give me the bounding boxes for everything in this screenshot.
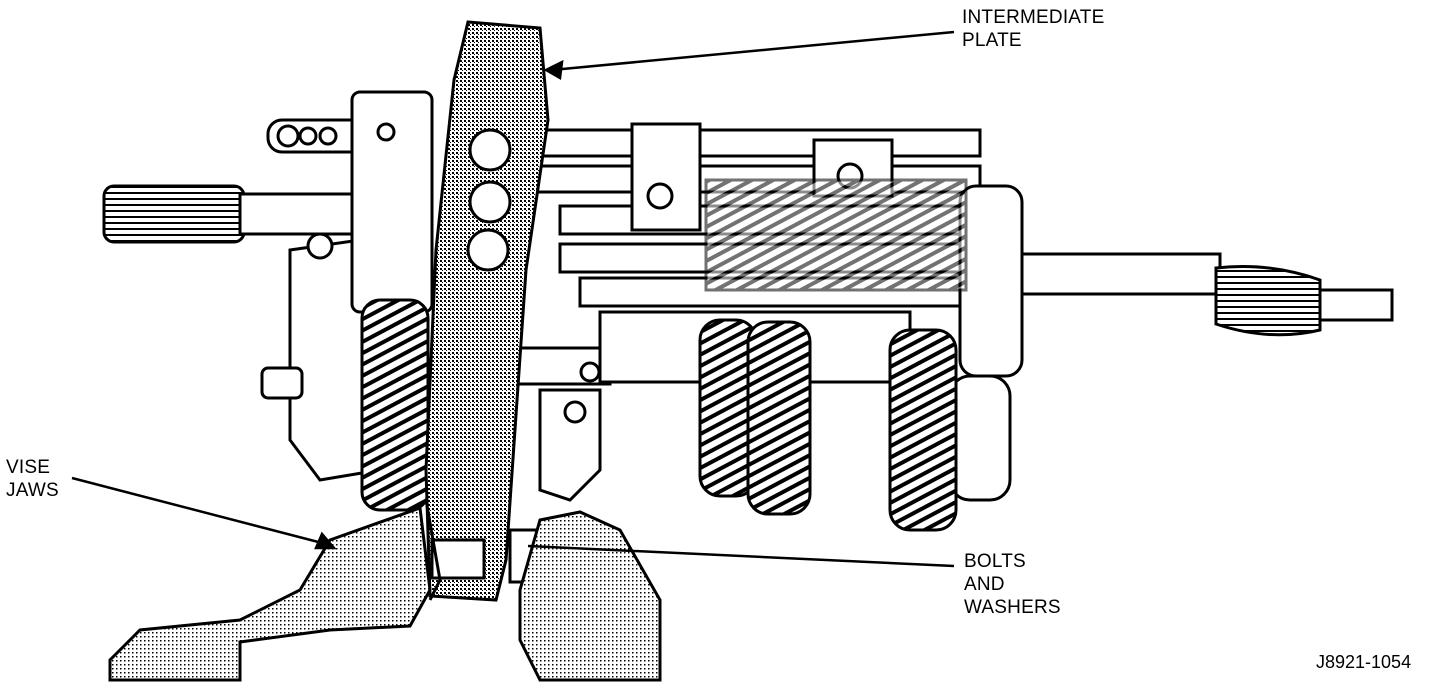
intermediate-plate-label: INTERMEDIATE PLATE — [962, 6, 1104, 52]
vise-label-line-1: VISE — [6, 457, 51, 478]
bolts-and-washers-label: BOLTS AND WASHERS — [964, 550, 1061, 619]
input-shaft — [102, 184, 372, 244]
intermediate-plate — [424, 20, 550, 602]
bolts-label-line-3: WASHERS — [964, 597, 1061, 618]
vise-jaws-label: VISE JAWS — [6, 456, 59, 502]
intermediate-plate-label-line-2: PLATE — [962, 30, 1022, 51]
bolts-label-line-2: AND — [964, 574, 1005, 595]
intermediate-plate-label-line-1: INTERMEDIATE — [962, 7, 1105, 28]
vise-jaws — [108, 499, 662, 682]
bolts-label-line-1: BOLTS — [964, 551, 1026, 572]
leader-lines — [71, 30, 955, 568]
helical-gears — [698, 178, 968, 532]
vise-label-line-2: JAWS — [6, 480, 59, 501]
front-gear — [360, 298, 430, 512]
figure-code: J8921-1054 — [1316, 652, 1412, 672]
output-shaft — [998, 252, 1394, 337]
front-housing — [260, 90, 434, 482]
